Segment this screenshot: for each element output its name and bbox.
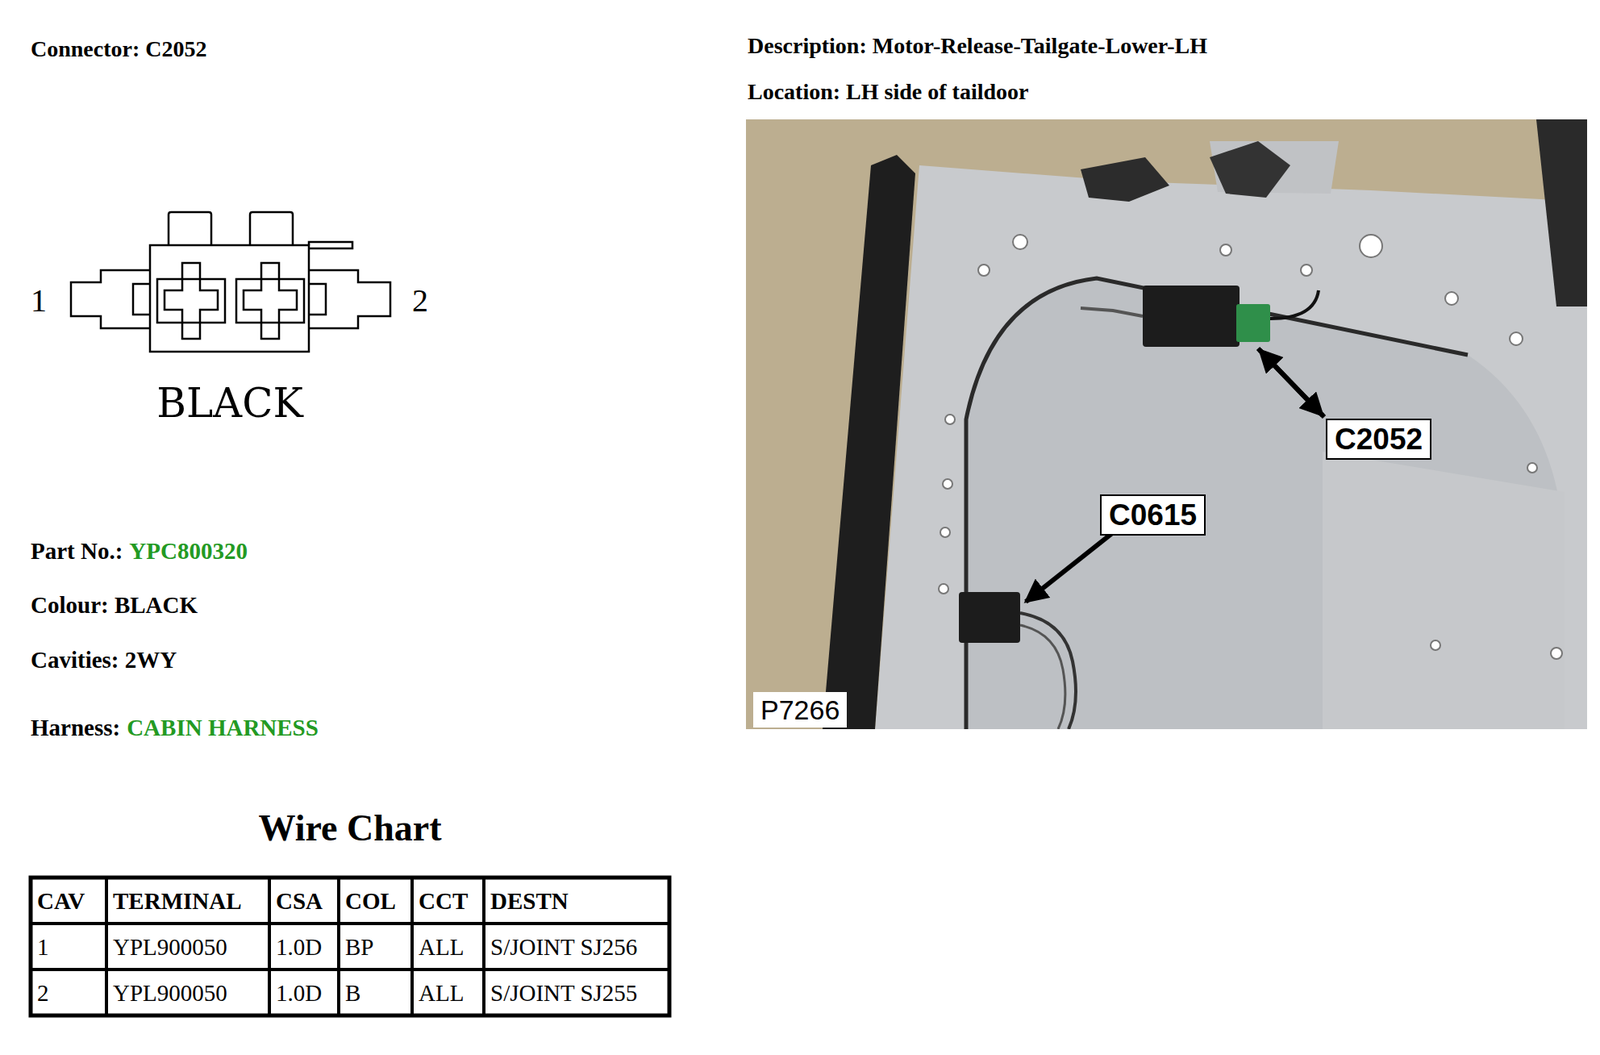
field-heading: Description: Motor-Release-Tailgate-Lowe… [747,34,1208,58]
pin-number: 1 [30,284,47,317]
callout-text: C0615 [1108,498,1197,532]
table-header: CSA [275,889,323,913]
field-heading: Colour: BLACK [30,593,198,617]
table-cell: ALL [418,981,464,1005]
table-cell: S/JOINT SJ255 [490,981,638,1005]
table-cell: YPL900050 [112,935,228,959]
pin-number: 2 [412,284,429,317]
field-heading: Location: LH side of taildoor [747,80,1029,104]
table-cell: BP [345,935,374,959]
callout-box: C2052 [1325,418,1432,460]
table-header: TERMINAL [112,889,242,913]
table-cell: 2 [37,981,50,1005]
callout-text: C2052 [1334,422,1423,456]
tailgate-photo [745,119,1588,730]
table-grid [30,877,670,1016]
field-heading: Part No.: [30,539,123,563]
callout-text: P7266 [760,694,840,725]
field-heading: Cavities: 2WY [30,648,177,672]
table-cell: S/JOINT SJ256 [490,935,638,959]
leader-arrow [1259,350,1325,417]
table-cell: 1 [37,935,50,959]
callout-box: C0615 [1100,494,1206,536]
table-header: COL [345,889,396,913]
table-header: CAV [37,889,85,913]
table-cell: ALL [418,935,464,959]
table-cell: YPL900050 [112,981,228,1005]
table-header: DESTN [490,889,569,913]
field-heading: Connector: C2052 [30,37,208,61]
photo-reference: P7266 [753,691,847,728]
table-header: CCT [418,889,468,913]
field-heading: Harness: [30,716,121,740]
field-value: YPC800320 [129,539,248,563]
connector-face [70,212,391,352]
connector-colour: BLACK [156,383,304,424]
table-cell: B [345,981,361,1005]
table-cell: 1.0D [275,981,322,1005]
leader-arrow [1025,533,1112,602]
field-value: CABIN HARNESS [126,716,319,740]
table-cell: 1.0D [275,935,322,959]
table-title: Wire Chart [258,809,442,847]
